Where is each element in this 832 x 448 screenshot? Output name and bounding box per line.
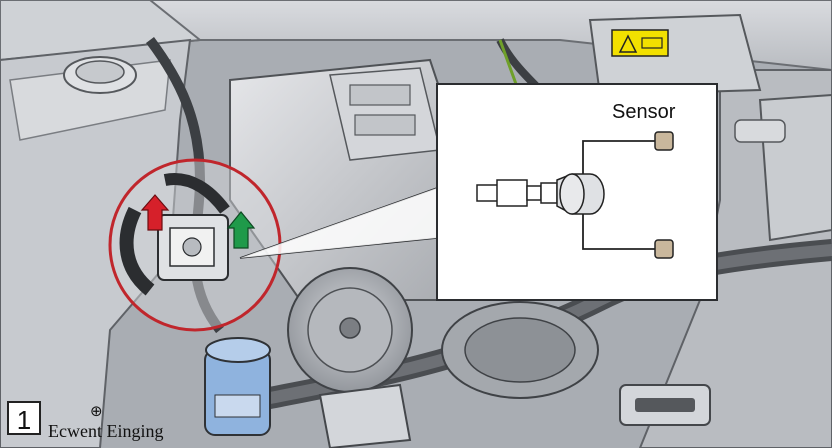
figure-number: 1: [7, 401, 41, 435]
connector-harness: [119, 206, 155, 296]
sensor-drawing: [476, 131, 674, 259]
red-arrow-icon: [140, 194, 170, 231]
figure-caption: Ecwent Einging: [48, 421, 164, 441]
sensor-callout-label: Sensor: [612, 101, 676, 123]
hood-cowl: [0, 0, 832, 72]
green-arrow-icon: [226, 211, 256, 249]
figure-symbol-icon: ⊕: [90, 402, 103, 420]
